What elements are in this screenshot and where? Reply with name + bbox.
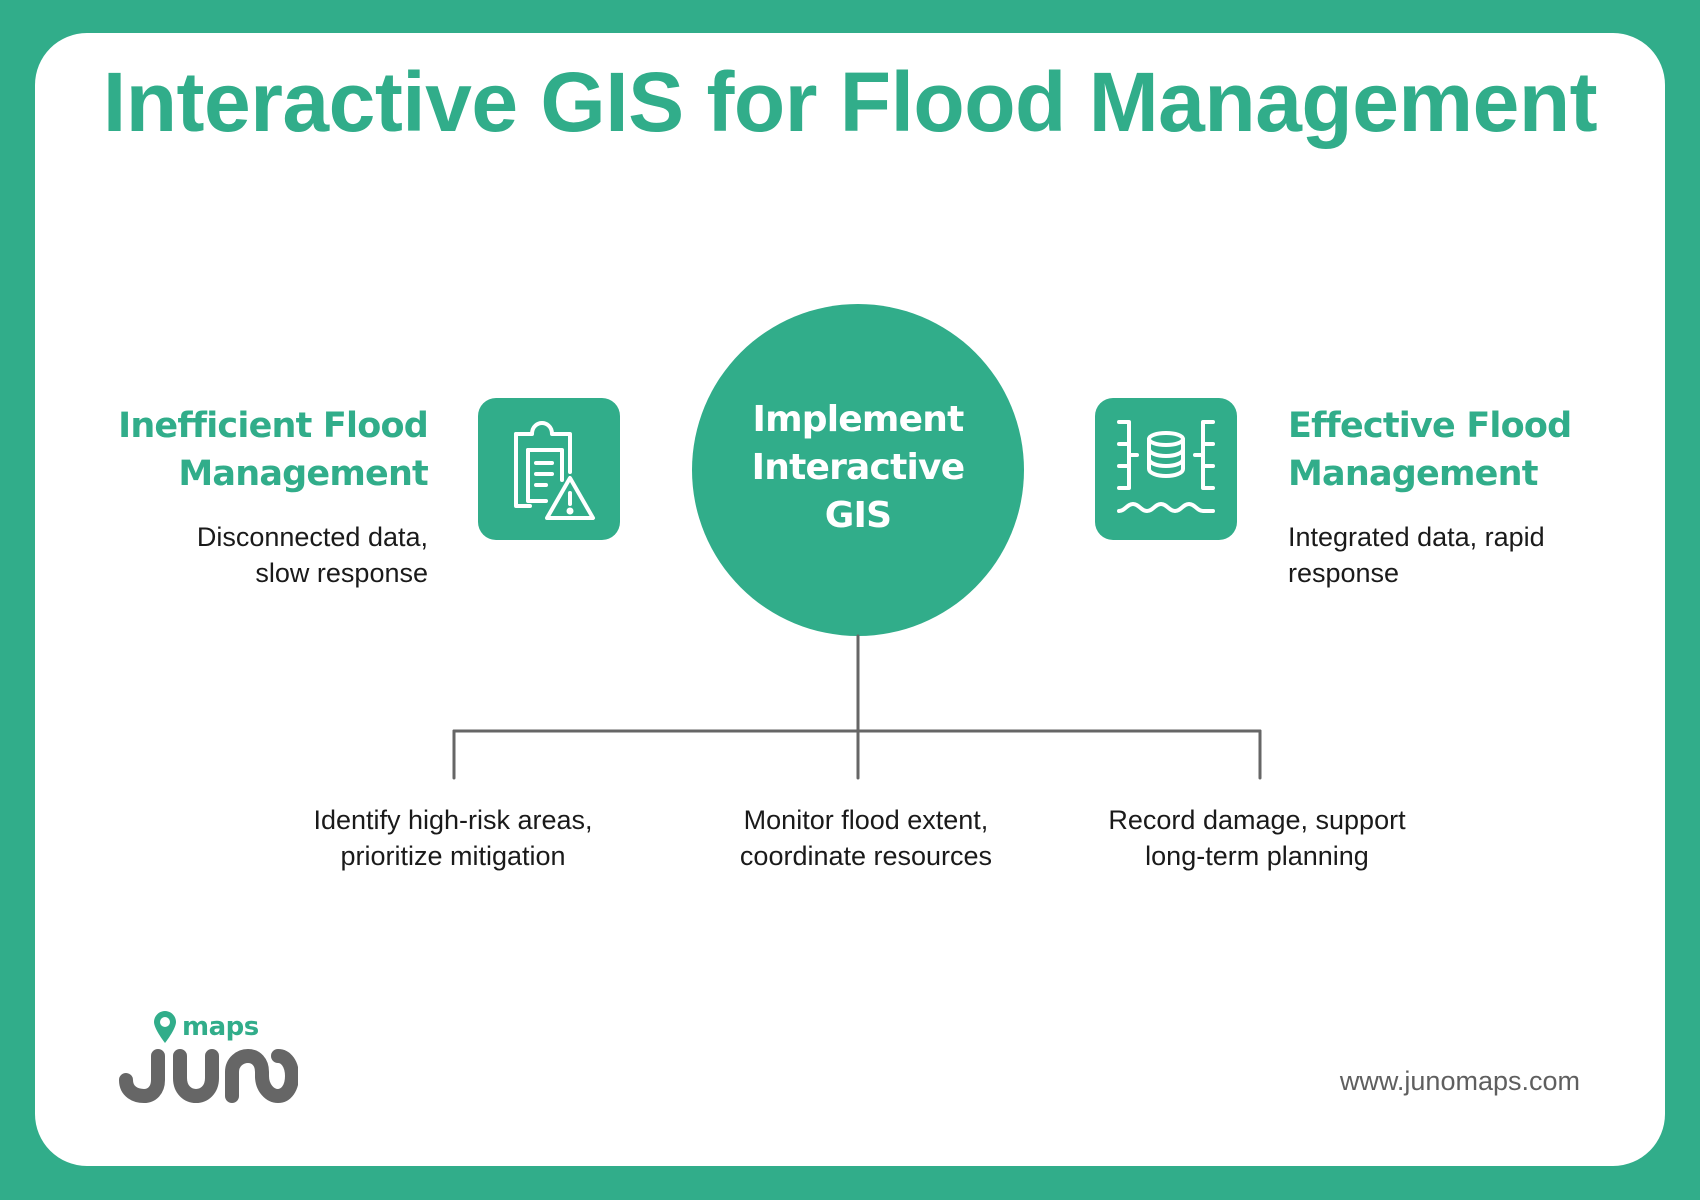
map-pin-icon <box>154 1011 176 1043</box>
database-water-level-icon <box>1095 398 1237 540</box>
outcome-line: Monitor flood extent, <box>743 805 989 835</box>
logo-maps-text: maps <box>182 1012 259 1042</box>
juno-maps-logo: maps <box>118 1008 298 1103</box>
website-url[interactable]: www.junomaps.com <box>1339 1066 1580 1096</box>
central-action-circle: Implement Interactive GIS <box>692 304 1024 636</box>
description-line: slow response <box>255 558 428 588</box>
clipboard-warning-icon <box>478 398 620 540</box>
outcome-item: Monitor flood extent, coordinate resourc… <box>686 802 1046 874</box>
page-title: Interactive GIS for Flood Management <box>102 55 1598 149</box>
description-line: Integrated data, rapid <box>1288 522 1545 552</box>
outcome-item: Record damage, support long-term plannin… <box>1077 802 1437 874</box>
outcome-line: Identify high-risk areas, <box>313 805 593 835</box>
after-state-description: Integrated data, rapid response <box>1288 519 1608 591</box>
before-state-description: Disconnected data, slow response <box>140 519 428 591</box>
heading-line: Effective Flood <box>1288 406 1572 446</box>
central-action-text: Implement Interactive GIS <box>752 396 965 540</box>
description-line: Disconnected data, <box>196 522 428 552</box>
circle-text-line: Interactive <box>751 447 965 488</box>
description-line: response <box>1288 558 1400 588</box>
circle-text-line: Implement <box>752 399 964 440</box>
outcome-line: coordinate resources <box>739 841 993 871</box>
outcome-line: prioritize mitigation <box>340 841 566 871</box>
heading-line: Management <box>178 454 428 494</box>
outcome-line: long-term planning <box>1145 841 1369 871</box>
heading-line: Inefficient Flood <box>118 406 429 446</box>
before-state-heading: Inefficient Flood Management <box>90 402 429 498</box>
outcome-line: Record damage, support <box>1108 805 1406 835</box>
heading-line: Management <box>1288 454 1538 494</box>
circle-text-line: GIS <box>824 495 892 536</box>
logo-juno-wordmark <box>119 1049 298 1103</box>
after-state-heading: Effective Flood Management <box>1288 402 1618 498</box>
outcome-item: Identify high-risk areas, prioritize mit… <box>273 802 633 874</box>
